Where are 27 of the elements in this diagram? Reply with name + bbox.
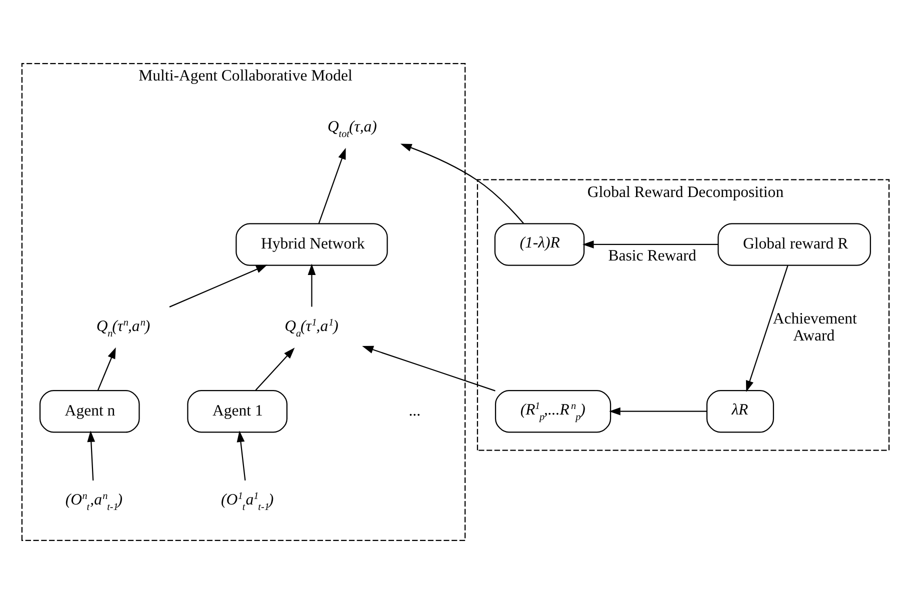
arrow	[236, 430, 246, 481]
node-box: (R$^{1}$$_{p}$,...R$^{n}$$_{p}$)	[494, 390, 612, 433]
node-box: Agent n	[39, 390, 140, 433]
arrow	[362, 346, 496, 392]
edge-label: Basic Reward	[608, 248, 696, 265]
label: ...	[408, 402, 421, 420]
arrow	[308, 264, 316, 307]
arrow	[97, 347, 116, 390]
node-text: (O$^{n}$$_{t}$,a$^{n}$$_{t-1}$)	[65, 491, 123, 514]
arrow	[87, 430, 96, 481]
arrow	[169, 264, 268, 308]
arrow	[582, 240, 718, 248]
node-box: Agent 1	[187, 390, 288, 433]
node-box: Hybrid Network	[236, 223, 388, 266]
node-text: Q$_{a}$(τ$^{1}$,a$^{1}$)	[284, 317, 338, 340]
arrow	[746, 265, 788, 392]
node-text: (O$^{1}$$_{t}$a$^{1}$$_{t-1}$)	[220, 491, 274, 514]
node-text: Q$_{n}$(τ$^{n}$,a$^{n}$)	[96, 317, 150, 340]
node-box: (1-λ)R	[494, 223, 585, 266]
edge-label: Achievement Award	[772, 310, 857, 345]
arrow	[318, 148, 346, 224]
node-text: Q$_{tot}$(τ,a)	[328, 118, 377, 140]
node-box: λR	[706, 390, 774, 433]
arrow	[400, 144, 524, 224]
node-box: Global reward R	[718, 223, 871, 266]
arrow	[255, 348, 295, 391]
arrow	[609, 407, 707, 416]
